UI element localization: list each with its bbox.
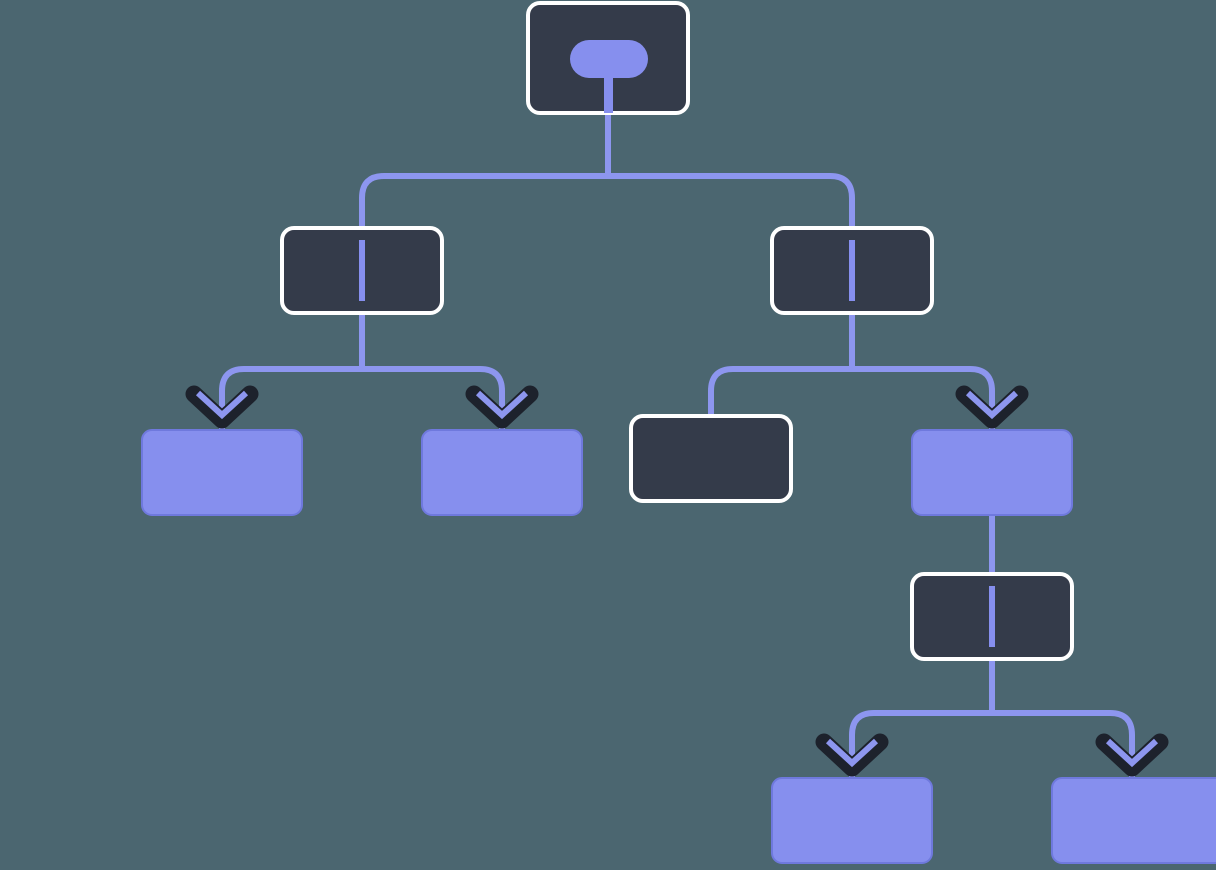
leaf-left-b[interactable] (421, 429, 583, 516)
root-node[interactable] (526, 1, 690, 115)
leaf-left-a-body[interactable] (141, 429, 303, 516)
mid-right-node-body[interactable] (911, 429, 1073, 516)
leaf-right-a[interactable] (629, 414, 793, 503)
chevron-down-icon (815, 733, 889, 777)
pill-stem-glyph (604, 78, 613, 113)
edge-root-to-branch-left[interactable] (359, 113, 611, 228)
edge-branch-right-to-mid[interactable] (849, 313, 995, 432)
pill-with-stem-glyph (570, 40, 648, 78)
arrowheads-layer (185, 385, 1169, 777)
chevron-down-icon-shadow (955, 385, 1029, 429)
leaf-left-b-body[interactable] (421, 429, 583, 516)
chevron-down-icon-shadow (1095, 733, 1169, 777)
leaf-bottom-b-body[interactable] (1051, 777, 1216, 864)
edge-subbranch-to-bottom-b[interactable] (989, 659, 1135, 780)
chevron-down-icon-shadow (815, 733, 889, 777)
branch-left-node[interactable] (280, 226, 444, 315)
chevron-down-icon-shadow (465, 385, 539, 429)
chevron-down-icon-stroke (195, 390, 249, 420)
vertical-bar-glyph (849, 240, 855, 301)
chevron-down-icon (465, 385, 539, 429)
connectors-layer (219, 113, 1135, 780)
edge-subbranch-to-bottom-a[interactable] (849, 659, 995, 780)
leaf-left-a[interactable] (141, 429, 303, 516)
vertical-bar-glyph (359, 240, 365, 301)
edge-branch-left-to-leaf-a[interactable] (219, 313, 365, 432)
leaf-bottom-b[interactable] (1051, 777, 1216, 864)
chevron-down-icon (1095, 733, 1169, 777)
leaf-right-a-body[interactable] (629, 414, 793, 503)
nodes-layer (141, 1, 1216, 864)
chevron-down-icon-stroke (1105, 738, 1159, 768)
chevron-down-icon-stroke (475, 390, 529, 420)
vertical-bar-glyph (989, 586, 995, 647)
mid-right-node[interactable] (911, 429, 1073, 516)
edge-root-to-branch-right[interactable] (605, 113, 855, 228)
sub-branch-node[interactable] (910, 572, 1074, 661)
edge-branch-right-to-leaf-a[interactable] (708, 313, 855, 416)
chevron-down-icon-stroke (825, 738, 879, 768)
chevron-down-icon (185, 385, 259, 429)
chevron-down-icon-shadow (185, 385, 259, 429)
branch-right-node[interactable] (770, 226, 934, 315)
leaf-bottom-a[interactable] (771, 777, 933, 864)
leaf-bottom-a-body[interactable] (771, 777, 933, 864)
edge-branch-left-to-leaf-b[interactable] (359, 313, 505, 432)
chevron-down-icon (955, 385, 1029, 429)
chevron-down-icon-stroke (965, 390, 1019, 420)
